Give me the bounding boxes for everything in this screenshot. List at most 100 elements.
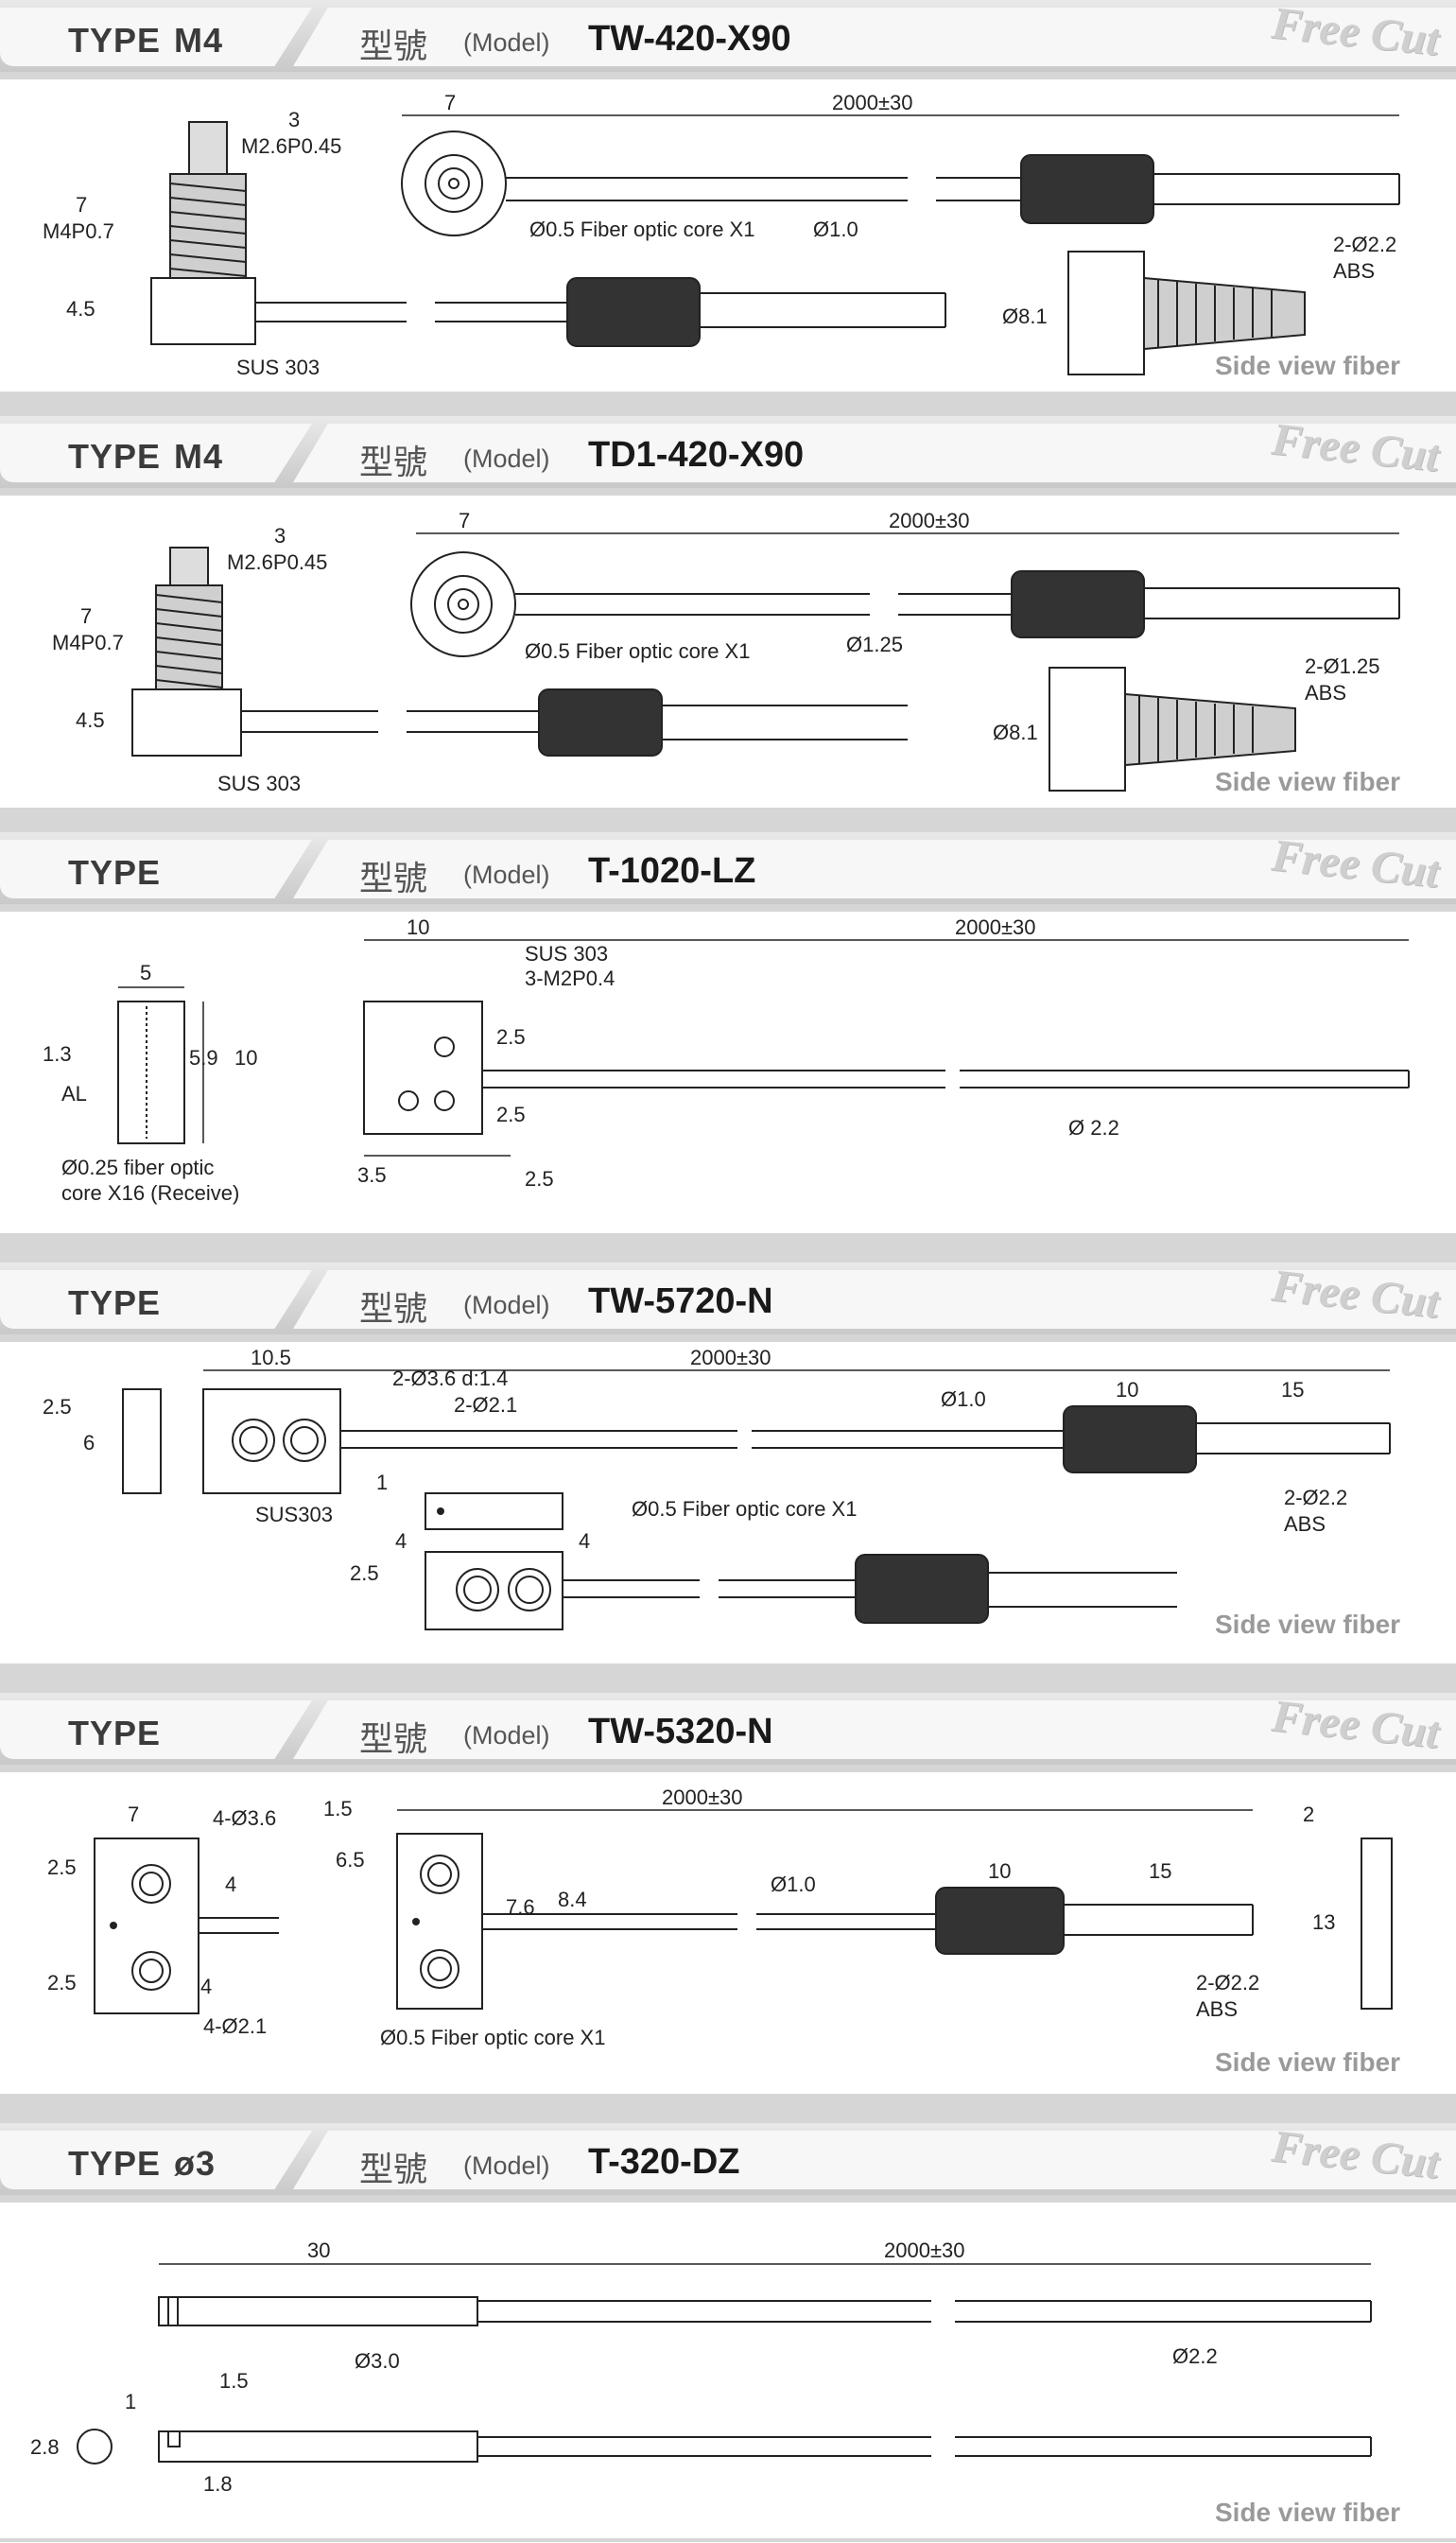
model-chinese-label: 型號: [359, 27, 428, 66]
dim-label: 6: [83, 1431, 95, 1454]
dim-label: 7: [76, 193, 87, 217]
length-label: 2000±30: [690, 1346, 771, 1369]
core-label: Ø0.5 Fiber optic core X1: [380, 2026, 605, 2049]
dim-label: 7: [80, 604, 92, 628]
model-chinese-label: 型號: [359, 1720, 428, 1759]
dim-label: 10: [234, 1046, 257, 1070]
dim-label: Ø8.1: [993, 721, 1038, 744]
dim-label: 2-Ø1.25: [1305, 654, 1380, 678]
technical-drawing: 3 M2.6P0.45 7 M4P0.7 4.5 SUS 303 7 2000±…: [43, 91, 1400, 380]
dim-label: 2-Ø2.2: [1196, 1971, 1259, 1994]
dim-label: Ø1.0: [771, 1872, 816, 1896]
side-view-label: Side view fiber: [1215, 351, 1400, 380]
dim-label: Ø2.2: [1172, 2344, 1218, 2368]
dim-label: 15: [1149, 1859, 1171, 1883]
section-t-1020-lz: TYPE 型號 (Model) T-1020-LZ Free Cut: [0, 830, 1456, 1244]
model-word: (Model): [463, 2151, 550, 2180]
model-word: (Model): [463, 861, 550, 889]
dim-label: 4: [395, 1529, 407, 1553]
dim-label: 4-Ø2.1: [203, 2014, 267, 2038]
model-number: TW-420-X90: [588, 19, 791, 59]
dim-label: 8.4: [558, 1888, 587, 1911]
dim-label: 1.8: [203, 2472, 233, 2496]
dim-label: 1: [376, 1471, 388, 1494]
model-chinese-label: 型號: [359, 2151, 428, 2189]
dim-label: 4: [200, 1975, 212, 1998]
dim-label: Ø3.0: [355, 2349, 400, 2373]
length-label: 2000±30: [832, 91, 913, 114]
dim-label: 2-Ø3.6 d:1.4: [392, 1367, 508, 1390]
model-number: TW-5320-N: [588, 1712, 773, 1751]
type-label: TYPE: [68, 1283, 162, 1322]
dim-label: 2-Ø2.2: [1333, 233, 1396, 256]
model-number: T-1020-LZ: [588, 851, 756, 891]
material-label: ABS: [1305, 681, 1346, 705]
model-word: (Model): [463, 1721, 550, 1750]
dim-label: 1.5: [219, 2369, 249, 2393]
dim-label: 6.5: [336, 1848, 365, 1872]
dim-label: 13: [1312, 1910, 1335, 1934]
section-tw-5320-n: TYPE 型號 (Model) TW-5320-N Free Cut: [0, 1691, 1456, 2104]
core-label: Ø0.25 fiber optic: [61, 1156, 214, 1179]
dim-label: M4P0.7: [43, 219, 114, 243]
dim-label: Ø1.0: [813, 218, 858, 241]
material-label: ABS: [1196, 1997, 1238, 2021]
model-word: (Model): [463, 444, 550, 473]
dim-label: 10: [1116, 1378, 1138, 1402]
model-number: TD1-420-X90: [588, 435, 805, 475]
section-tw-5720-n: TYPE 型號 (Model) TW-5720-N Free Cut: [0, 1261, 1456, 1674]
core-label: Ø0.5 Fiber optic core X1: [529, 218, 754, 241]
dim-label: 3-M2P0.4: [525, 967, 615, 990]
dim-label: 2-Ø2.1: [454, 1393, 517, 1417]
dim-label: 7: [444, 91, 456, 114]
dim-label: Ø 2.2: [1068, 1116, 1119, 1140]
dim-label: M4P0.7: [52, 631, 124, 654]
dim-label: Ø1.25: [846, 633, 903, 656]
material-label: SUS 303: [236, 356, 320, 379]
model-chinese-label: 型號: [359, 1290, 428, 1329]
core-label: Ø0.5 Fiber optic core X1: [525, 639, 750, 663]
dim-label: 30: [307, 2238, 330, 2262]
technical-drawing: 3 M2.6P0.45 7 M4P0.7 4.5 SUS 303 7 2000±…: [52, 509, 1400, 796]
drawing-panel: 5 1.3 5.9 10 AL Ø0.25 fiber optic core X…: [0, 912, 1456, 1233]
dim-label: 1.5: [323, 1797, 353, 1820]
model-chinese-label: 型號: [359, 444, 428, 482]
dim-label: 3: [274, 524, 286, 548]
material-label: SUS 303: [217, 772, 301, 795]
side-view-label: Side view fiber: [1215, 2498, 1400, 2527]
length-label: 2000±30: [889, 509, 970, 532]
side-view-label: Side view fiber: [1215, 2047, 1400, 2077]
technical-drawing: 30 2000±30 Ø3.0 Ø2.2 1 1.5 2.8 1.8 Side …: [30, 2238, 1400, 2527]
material-label: ABS: [1333, 259, 1375, 283]
material-label: SUS 303: [525, 942, 608, 966]
dim-label: 2: [1303, 1803, 1314, 1826]
drawing-panel: 2.5 6 10.5 2-Ø3.6 d:1.4 2-Ø2.1 SUS303 20…: [0, 1342, 1456, 1663]
dim-label: 2.5: [43, 1395, 72, 1419]
type-label: TYPE: [68, 1714, 162, 1752]
dim-label: 10: [988, 1859, 1011, 1883]
dim-label: 2.8: [30, 2435, 60, 2459]
model-number: T-320-DZ: [588, 2142, 740, 2182]
dim-label: 4: [225, 1872, 236, 1896]
dim-label: 2.5: [496, 1025, 526, 1049]
dim-label: 10: [407, 915, 429, 939]
dim-label: 5: [140, 961, 151, 984]
dim-label: 4.5: [76, 708, 105, 732]
dim-label: 2.5: [525, 1167, 554, 1191]
side-view-label: Side view fiber: [1215, 767, 1400, 796]
side-view-label: Side view fiber: [1215, 1610, 1400, 1639]
dim-label: AL: [61, 1082, 87, 1106]
dim-label: 2.5: [47, 1855, 77, 1879]
drawing-panel: 30 2000±30 Ø3.0 Ø2.2 1 1.5 2.8 1.8 Side …: [0, 2203, 1456, 2538]
dim-label: 2.5: [350, 1561, 379, 1585]
length-label: 2000±30: [955, 915, 1036, 939]
dim-label: 1.3: [43, 1042, 72, 1066]
dim-label: 3.5: [357, 1163, 387, 1187]
dim-label: 4: [579, 1529, 590, 1553]
dim-label: 2-Ø2.2: [1284, 1486, 1347, 1509]
